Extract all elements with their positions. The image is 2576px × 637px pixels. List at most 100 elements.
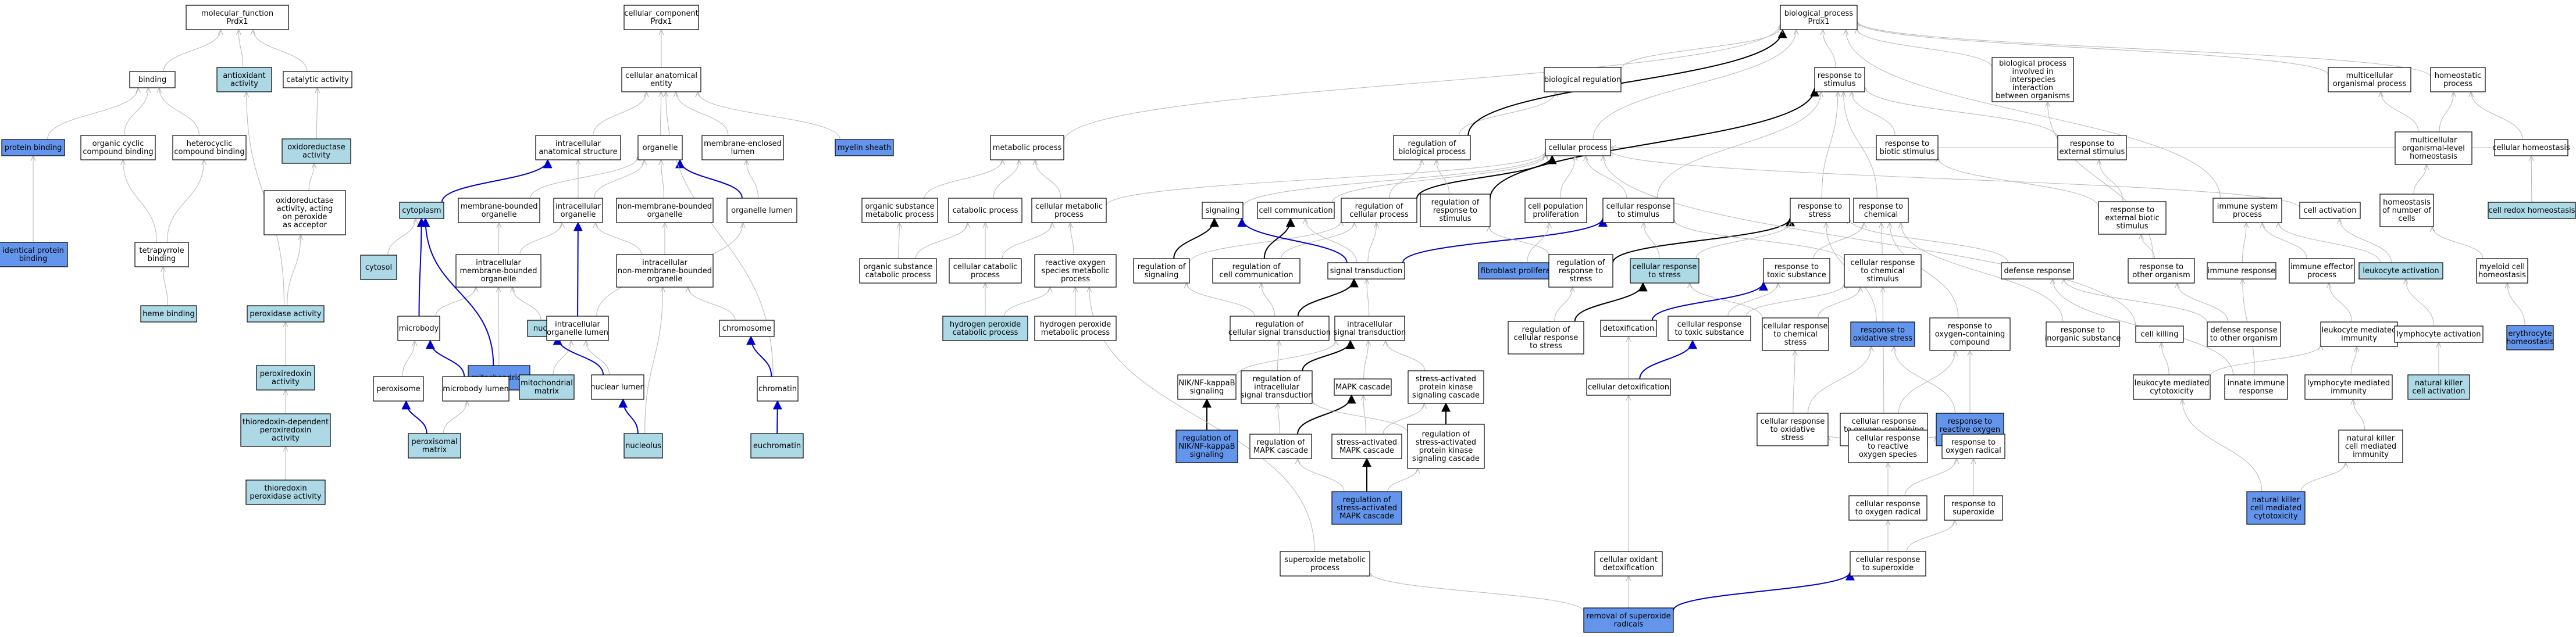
- node-chromosome[interactable]: chromosome: [719, 320, 775, 337]
- node-cellact[interactable]: cell activation: [2299, 202, 2361, 219]
- node-peroxidase[interactable]: peroxidase activity: [247, 305, 325, 323]
- node-euchromatin[interactable]: euchromatin: [750, 433, 804, 459]
- node-metab[interactable]: metabolic process: [990, 135, 1064, 160]
- node-cellredox[interactable]: cell redox homeostasis: [2488, 202, 2576, 219]
- node-microbody[interactable]: microbody: [397, 316, 440, 341]
- node-cytosol[interactable]: cytosol: [360, 255, 397, 280]
- node-protbind[interactable]: protein binding: [1, 139, 65, 156]
- node-cellcomm[interactable]: cell communication: [1257, 202, 1335, 219]
- node-celldetox[interactable]: cellular detoxification: [1586, 378, 1671, 396]
- node-orglumen[interactable]: organelle lumen: [726, 198, 797, 223]
- node-myelin[interactable]: myelin sheath: [835, 139, 894, 156]
- node-chromatin[interactable]: chromatin: [757, 376, 799, 402]
- node-binding[interactable]: binding: [129, 71, 176, 88]
- node-cellkill[interactable]: cell killing: [2135, 325, 2184, 343]
- node-mapk[interactable]: MAPK cascade: [1334, 378, 1392, 396]
- node-catabolic[interactable]: catabolic process: [948, 198, 1022, 223]
- node-nuclumen[interactable]: nuclear lumen: [590, 374, 645, 400]
- node-peroxisome[interactable]: peroxisome: [373, 376, 424, 402]
- node-cellproc[interactable]: cellular process: [1545, 139, 1611, 156]
- node-organelle[interactable]: organelle: [637, 135, 683, 160]
- node-heme[interactable]: heme binding: [140, 305, 197, 323]
- node-lymphact[interactable]: lymphocyte activation: [2394, 325, 2484, 343]
- node-signaling[interactable]: signaling: [1202, 202, 1244, 219]
- node-catalytic[interactable]: catalytic activity: [283, 71, 352, 88]
- node-immresp[interactable]: immune response: [2207, 262, 2276, 280]
- node-cellhomeo[interactable]: cellular homeostasis: [2492, 139, 2570, 156]
- node-sigtrans[interactable]: signal transduction: [1327, 262, 1405, 280]
- node-leukact[interactable]: leukocyte activation: [2358, 262, 2443, 280]
